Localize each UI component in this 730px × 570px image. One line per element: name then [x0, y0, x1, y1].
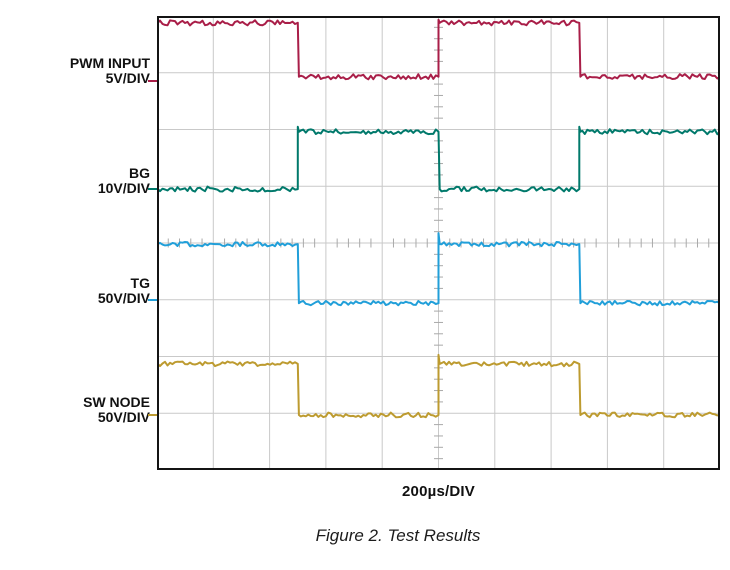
channel-name: TG: [130, 275, 150, 291]
leader-dash-pwm-input: [148, 80, 157, 82]
channel-label-bg: BG 10V/DIV: [98, 166, 150, 196]
leader-dash-bg: [148, 188, 157, 190]
time-per-div-label: 200µs/DIV: [402, 483, 475, 500]
channel-name: BG: [129, 165, 150, 181]
leader-dash-sw-node: [148, 414, 157, 416]
oscilloscope-plot: [157, 16, 720, 470]
leader-dash-tg: [148, 299, 157, 301]
waveform-canvas: [157, 16, 720, 470]
channel-scale: 50V/DIV: [97, 290, 150, 306]
channel-scale: 10V/DIV: [97, 180, 150, 196]
channel-scale: 50V/DIV: [97, 409, 150, 425]
channel-scale: 5V/DIV: [105, 70, 150, 86]
figure-caption: Figure 2. Test Results: [315, 526, 481, 545]
channel-label-pwm-input: PWM INPUT 5V/DIV: [70, 56, 150, 86]
channel-name: PWM INPUT: [69, 55, 150, 71]
channel-label-tg: TG 50V/DIV: [98, 276, 150, 306]
channel-name: SW NODE: [83, 394, 150, 410]
channel-label-sw-node: SW NODE 50V/DIV: [83, 395, 150, 425]
